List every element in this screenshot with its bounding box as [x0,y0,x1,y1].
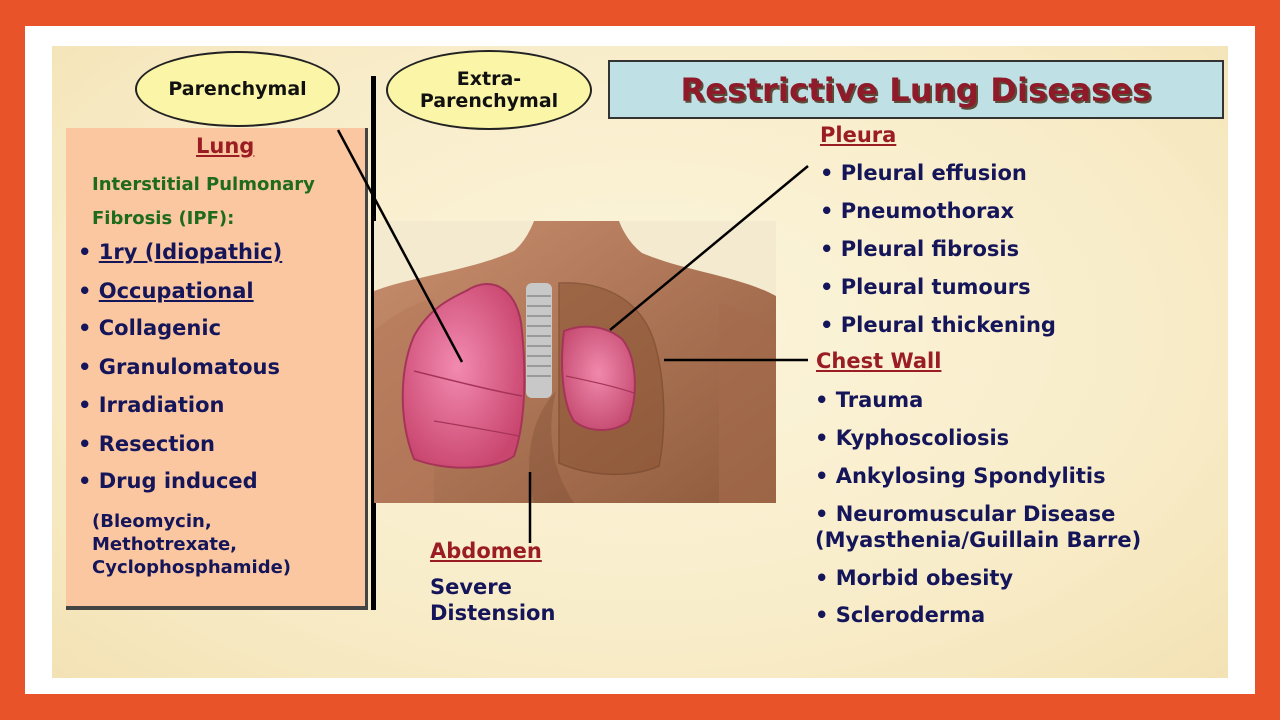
chest-wall-item-label: Morbid obesity [835,566,1014,590]
chest-wall-item-label: Trauma [835,388,924,412]
lung-item-label: 1ry (Idiopathic) [98,240,283,264]
extra-parenchymal-oval: Extra- Parenchymal [386,50,592,130]
drug-line-1: (Bleomycin, [92,511,212,532]
lung-item: • 1ry (Idiopathic) [78,240,283,264]
connector-lines [336,129,809,543]
extra-parenchymal-label-1: Extra- [456,68,522,90]
lung-heading: Lung [196,134,255,158]
abdomen-text: Severe Distension [430,574,555,626]
chest-wall-item: • Neuromuscular Disease [815,502,1116,526]
chest-wall-item: • Ankylosing Spondylitis [815,464,1106,488]
lung-item: • Occupational [78,279,254,303]
parenchymal-oval: Parenchymal [135,51,340,127]
chest-wall-item-label: Scleroderma [835,603,986,627]
pleura-item: • Pleural effusion [820,161,1027,185]
lung-item: • Granulomatous [78,355,280,379]
lung-item: • Irradiation [78,393,225,417]
page-title: Restrictive Lung Diseases [680,70,1152,109]
parenchymal-label: Parenchymal [168,78,307,100]
pleura-item-label: Pneumothorax [840,199,1015,223]
pleura-connector [609,165,809,331]
ipf-line-2: Fibrosis (IPF): [92,208,235,229]
chest-wall-item: • Kyphoscoliosis [815,426,1010,450]
abdomen-heading: Abdomen [430,539,542,563]
pleura-heading: Pleura [820,123,897,147]
divider-line [371,76,376,610]
parenchymal-connector [336,129,464,363]
abdomen-line-2: Distension [430,601,556,625]
lung-panel: Lung Interstitial Pulmonary Fibrosis (IP… [66,128,368,610]
torso-lungs-illustration [374,221,776,503]
lung-item-label: Collagenic [98,316,222,340]
drug-examples: (Bleomycin, Methotrexate, Cyclophosphami… [92,510,291,579]
lung-item-label: Resection [98,432,215,456]
chest-wall-item-sub: (Myasthenia/Guillain Barre) [815,528,1142,552]
chest-wall-heading: Chest Wall [816,349,942,373]
lung-item-label: Granulomatous [98,355,280,379]
lung-item-label: Irradiation [98,393,225,417]
lung-item: • Drug induced [78,469,258,493]
pleura-item: • Pneumothorax [820,199,1015,223]
chest-wall-item-label: Neuromuscular Disease [835,502,1116,526]
lung-item: • Resection [78,432,215,456]
ipf-line-1: Interstitial Pulmonary [92,174,315,195]
title-box: Restrictive Lung Diseases [608,60,1224,119]
chest-wall-item: • Morbid obesity [815,566,1014,590]
pleura-item: • Pleural thickening [820,313,1056,337]
pleura-item-label: Pleural effusion [840,161,1027,185]
abdomen-line-1: Severe [430,575,512,599]
drug-line-2: Methotrexate, [92,534,238,555]
lung-item-label: Drug induced [98,469,258,493]
pleura-item-label: Pleural tumours [840,275,1031,299]
pleura-item: • Pleural fibrosis [820,237,1020,261]
lung-item: • Collagenic [78,316,222,340]
extra-parenchymal-label-2: Parenchymal [419,90,559,112]
chest-wall-item: • Trauma [815,388,924,412]
slide: Parenchymal Extra- Parenchymal Restricti… [52,46,1228,678]
drug-line-3: Cyclophosphamide) [92,557,292,578]
chest-wall-item: • Scleroderma [815,603,986,627]
lung-item-label: Occupational [98,279,254,303]
pleura-item: • Pleural tumours [820,275,1031,299]
pleura-item-label: Pleural thickening [840,313,1056,337]
pleura-item-label: Pleural fibrosis [840,237,1020,261]
chest-wall-item-label: Ankylosing Spondylitis [835,464,1106,488]
chest-wall-item-label: Kyphoscoliosis [835,426,1010,450]
